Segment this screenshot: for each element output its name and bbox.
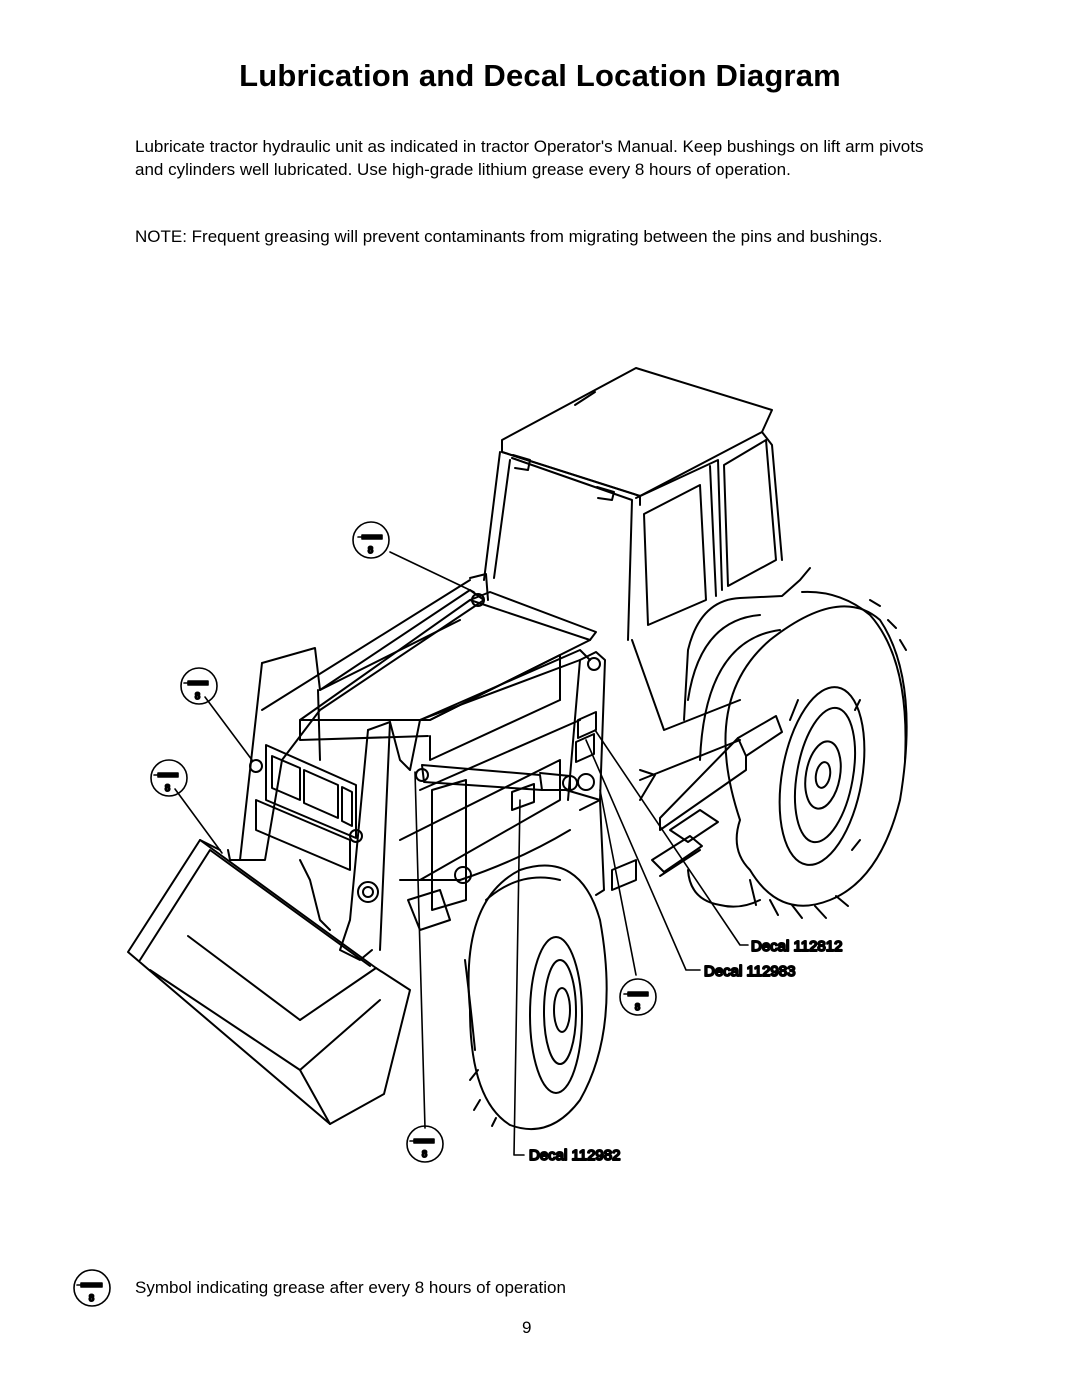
decal-112982-label: Decal 112982	[529, 1147, 620, 1164]
loader-bucket	[127, 839, 411, 1125]
grease-symbol-left-lower	[150, 759, 188, 797]
lubrication-instructions: Lubricate tractor hydraulic unit as indi…	[135, 137, 924, 179]
page-title: Lubrication and Decal Location Diagram	[239, 58, 841, 93]
decal-112812-label: Decal 112812	[751, 938, 842, 955]
grease-symbol-right	[619, 978, 657, 1016]
right-lift-arm	[339, 649, 606, 961]
cab-frame	[483, 431, 783, 731]
leader-lines	[174, 551, 749, 1156]
grease-symbol-top	[352, 521, 390, 559]
step-assembly	[639, 715, 783, 877]
grease-symbol-bottom	[406, 1125, 444, 1163]
tractor-grille	[255, 744, 357, 871]
grease-symbol-left-upper	[180, 667, 218, 705]
front-wheel	[464, 864, 608, 1131]
page-number: 9	[522, 1318, 532, 1337]
grease-symbol-left-lower-label: 8	[165, 783, 170, 793]
legend-grease-icon	[73, 1269, 111, 1307]
legend-symbol-label: 8	[89, 1293, 94, 1303]
decal-plates	[511, 711, 637, 891]
legend-text: Symbol indicating grease after every 8 h…	[135, 1278, 566, 1297]
rear-wheel	[683, 567, 908, 919]
grease-symbol-bottom-label: 8	[422, 1149, 427, 1159]
cab-roof	[501, 367, 773, 506]
left-lift-arm	[227, 573, 489, 861]
hydraulic-cylinder	[421, 764, 595, 791]
note-paragraph: NOTE: Frequent greasing will prevent con…	[135, 227, 883, 246]
decal-112983-label: Decal 112983	[704, 963, 795, 980]
grease-symbol-right-label: 8	[635, 1002, 640, 1012]
mount-bracket	[407, 779, 472, 931]
grease-symbol-left-upper-label: 8	[195, 691, 200, 701]
grease-symbol-top-label: 8	[368, 545, 373, 555]
